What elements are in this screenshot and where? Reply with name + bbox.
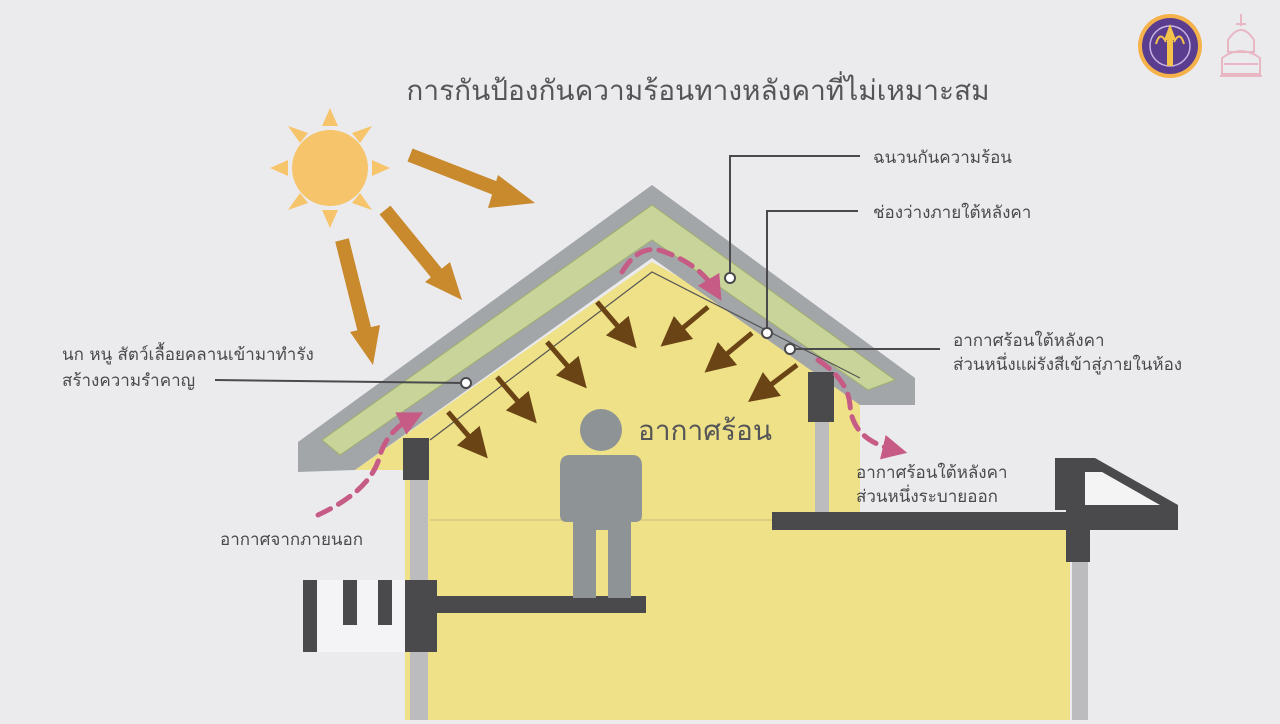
structure	[303, 372, 1178, 720]
label-pests-line1: นก หนู สัตว์เลื้อยคลานเข้ามาทำรัง	[62, 342, 314, 365]
university-seal-logo	[1138, 14, 1202, 78]
leader-lines	[214, 155, 940, 384]
sun-icon	[270, 108, 390, 228]
page-title: การกันป้องกันความร้อนทางหลังคาที่ไม่เหมา…	[406, 71, 989, 107]
airflow-arrows	[315, 247, 908, 518]
label-hot-air: อากาศร้อน	[638, 414, 772, 447]
label-outside-air: อากาศจากภายนอก	[220, 530, 363, 550]
label-radiate-line1: อากาศร้อนใต้หลังคา	[953, 330, 1105, 351]
label-vent-line1: อากาศร้อนใต้หลังคา	[856, 462, 1008, 483]
roof	[298, 185, 915, 472]
label-vent-line2: ส่วนหนึ่งระบายออก	[856, 484, 998, 507]
sun-ray-arrows	[335, 148, 535, 365]
label-attic-space: ช่องว่างภายใต้หลังคา	[873, 202, 1031, 223]
leader-dots	[460, 272, 796, 389]
label-radiate-line2: ส่วนหนึ่งแผ่รังสีเข้าสู่ภายในห้อง	[953, 352, 1182, 375]
label-pests-line2: สร้างความรำคาญ	[62, 371, 195, 391]
person-icon	[560, 409, 642, 598]
label-insulation: ฉนวนกันความร้อน	[873, 148, 1012, 168]
chulalongkorn-emblem-logo	[1220, 14, 1262, 77]
radiation-arrows	[446, 300, 799, 459]
